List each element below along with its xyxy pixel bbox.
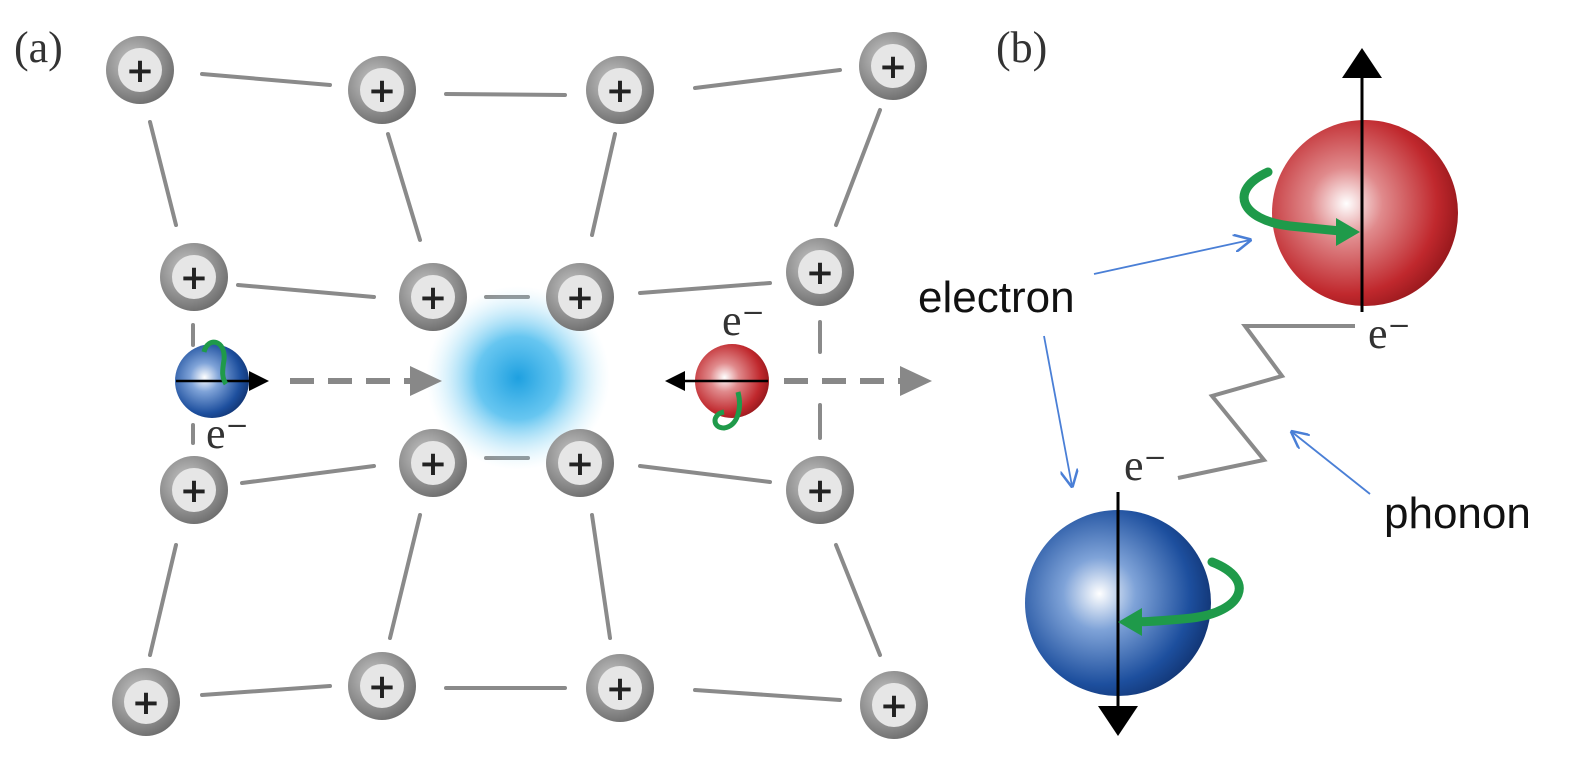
- spin-arrow-icon: [201, 339, 229, 386]
- panel-a-label: (a): [14, 23, 63, 72]
- svg-text:+: +: [368, 71, 397, 111]
- svg-text:+: +: [180, 258, 209, 298]
- panel-b-label: (b): [996, 23, 1047, 72]
- svg-text:+: +: [419, 444, 448, 484]
- spin-up-electron-b: [1239, 48, 1458, 312]
- spin-down-electron-b: [1025, 492, 1244, 736]
- svg-text:+: +: [368, 667, 397, 707]
- phonon-callout-arrow: [1292, 432, 1371, 495]
- ion: +: [546, 263, 614, 331]
- electron-motion-arrows: [290, 366, 932, 396]
- lattice-bonds: [148, 68, 882, 702]
- ion: +: [160, 456, 228, 524]
- svg-text:+: +: [566, 444, 595, 484]
- ion: +: [348, 652, 416, 720]
- ion: +: [586, 654, 654, 722]
- ion: +: [786, 456, 854, 524]
- ion: +: [112, 668, 180, 736]
- spin-arrow-icon: [1125, 557, 1244, 627]
- svg-text:+: +: [880, 686, 909, 726]
- phonon-zigzag: [1177, 324, 1355, 480]
- upper-electron-label: e⁻: [1368, 309, 1411, 358]
- ion: +: [348, 56, 416, 124]
- electron-left-label: e⁻: [206, 409, 249, 458]
- electron-callout: electron: [918, 273, 1075, 322]
- spin-arrow-icon: [712, 391, 742, 431]
- spin-up-electron-a: [665, 344, 769, 431]
- ion: +: [860, 671, 928, 739]
- svg-text:+: +: [132, 683, 161, 723]
- ion: +: [546, 429, 614, 497]
- ion: +: [160, 243, 228, 311]
- spin-up-arrow-icon: [1342, 48, 1382, 78]
- svg-text:+: +: [806, 253, 835, 293]
- svg-text:+: +: [566, 278, 595, 318]
- svg-text:+: +: [879, 47, 908, 87]
- svg-text:+: +: [806, 471, 835, 511]
- electron-callout-arrow-up: [1093, 240, 1250, 275]
- ion: +: [859, 32, 927, 100]
- polarization-cloud: [426, 286, 610, 470]
- lower-electron-label: e⁻: [1124, 441, 1167, 490]
- spin-arrow-icon: [1239, 167, 1355, 237]
- lattice-ions: + + + + + + + + + + + + + + + +: [106, 32, 928, 739]
- ion: +: [106, 36, 174, 104]
- svg-text:+: +: [180, 471, 209, 511]
- spin-down-electron-a: [175, 339, 269, 418]
- phonon-callout: phonon: [1384, 489, 1531, 538]
- electron-right-label: e⁻: [722, 296, 765, 345]
- ion: +: [399, 429, 467, 497]
- ion: +: [399, 263, 467, 331]
- svg-text:+: +: [419, 278, 448, 318]
- svg-text:+: +: [606, 71, 635, 111]
- electron-callout-arrow-down: [1043, 335, 1072, 486]
- svg-text:+: +: [606, 669, 635, 709]
- ion: +: [786, 238, 854, 306]
- spin-down-arrow-icon: [1098, 706, 1138, 736]
- svg-text:+: +: [126, 51, 155, 91]
- ion: +: [586, 56, 654, 124]
